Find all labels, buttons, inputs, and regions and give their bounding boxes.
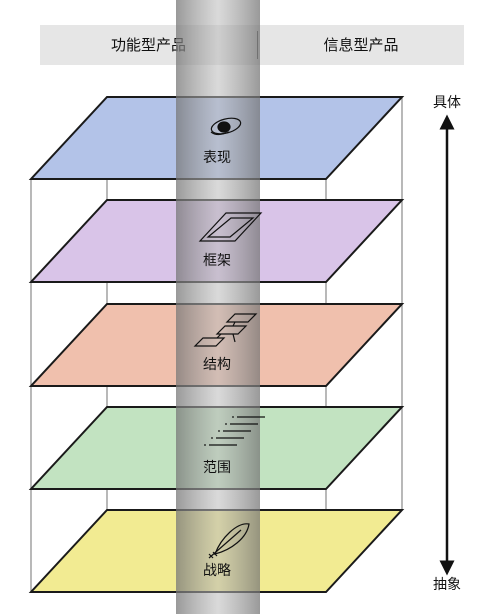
functional-product-label: 功能型产品 — [110, 36, 186, 54]
layer-label: 结构 — [203, 357, 231, 373]
abstract-label: 抽象 — [433, 577, 461, 593]
list-icon — [204, 416, 265, 446]
layer-label: 表现 — [203, 150, 231, 166]
layer-label: 框架 — [203, 253, 231, 269]
feather-icon — [208, 523, 250, 559]
informational-product-label: 信息型产品 — [323, 36, 399, 54]
concrete-label: 具体 — [433, 95, 461, 111]
layer-label: 战略 — [203, 563, 231, 579]
layer-label: 范围 — [203, 460, 231, 476]
eye-icon — [210, 117, 242, 136]
flowchart-icon — [193, 313, 258, 347]
layer-icons — [193, 117, 265, 559]
center-beam — [176, 0, 260, 614]
wireframe-icon — [198, 212, 263, 242]
